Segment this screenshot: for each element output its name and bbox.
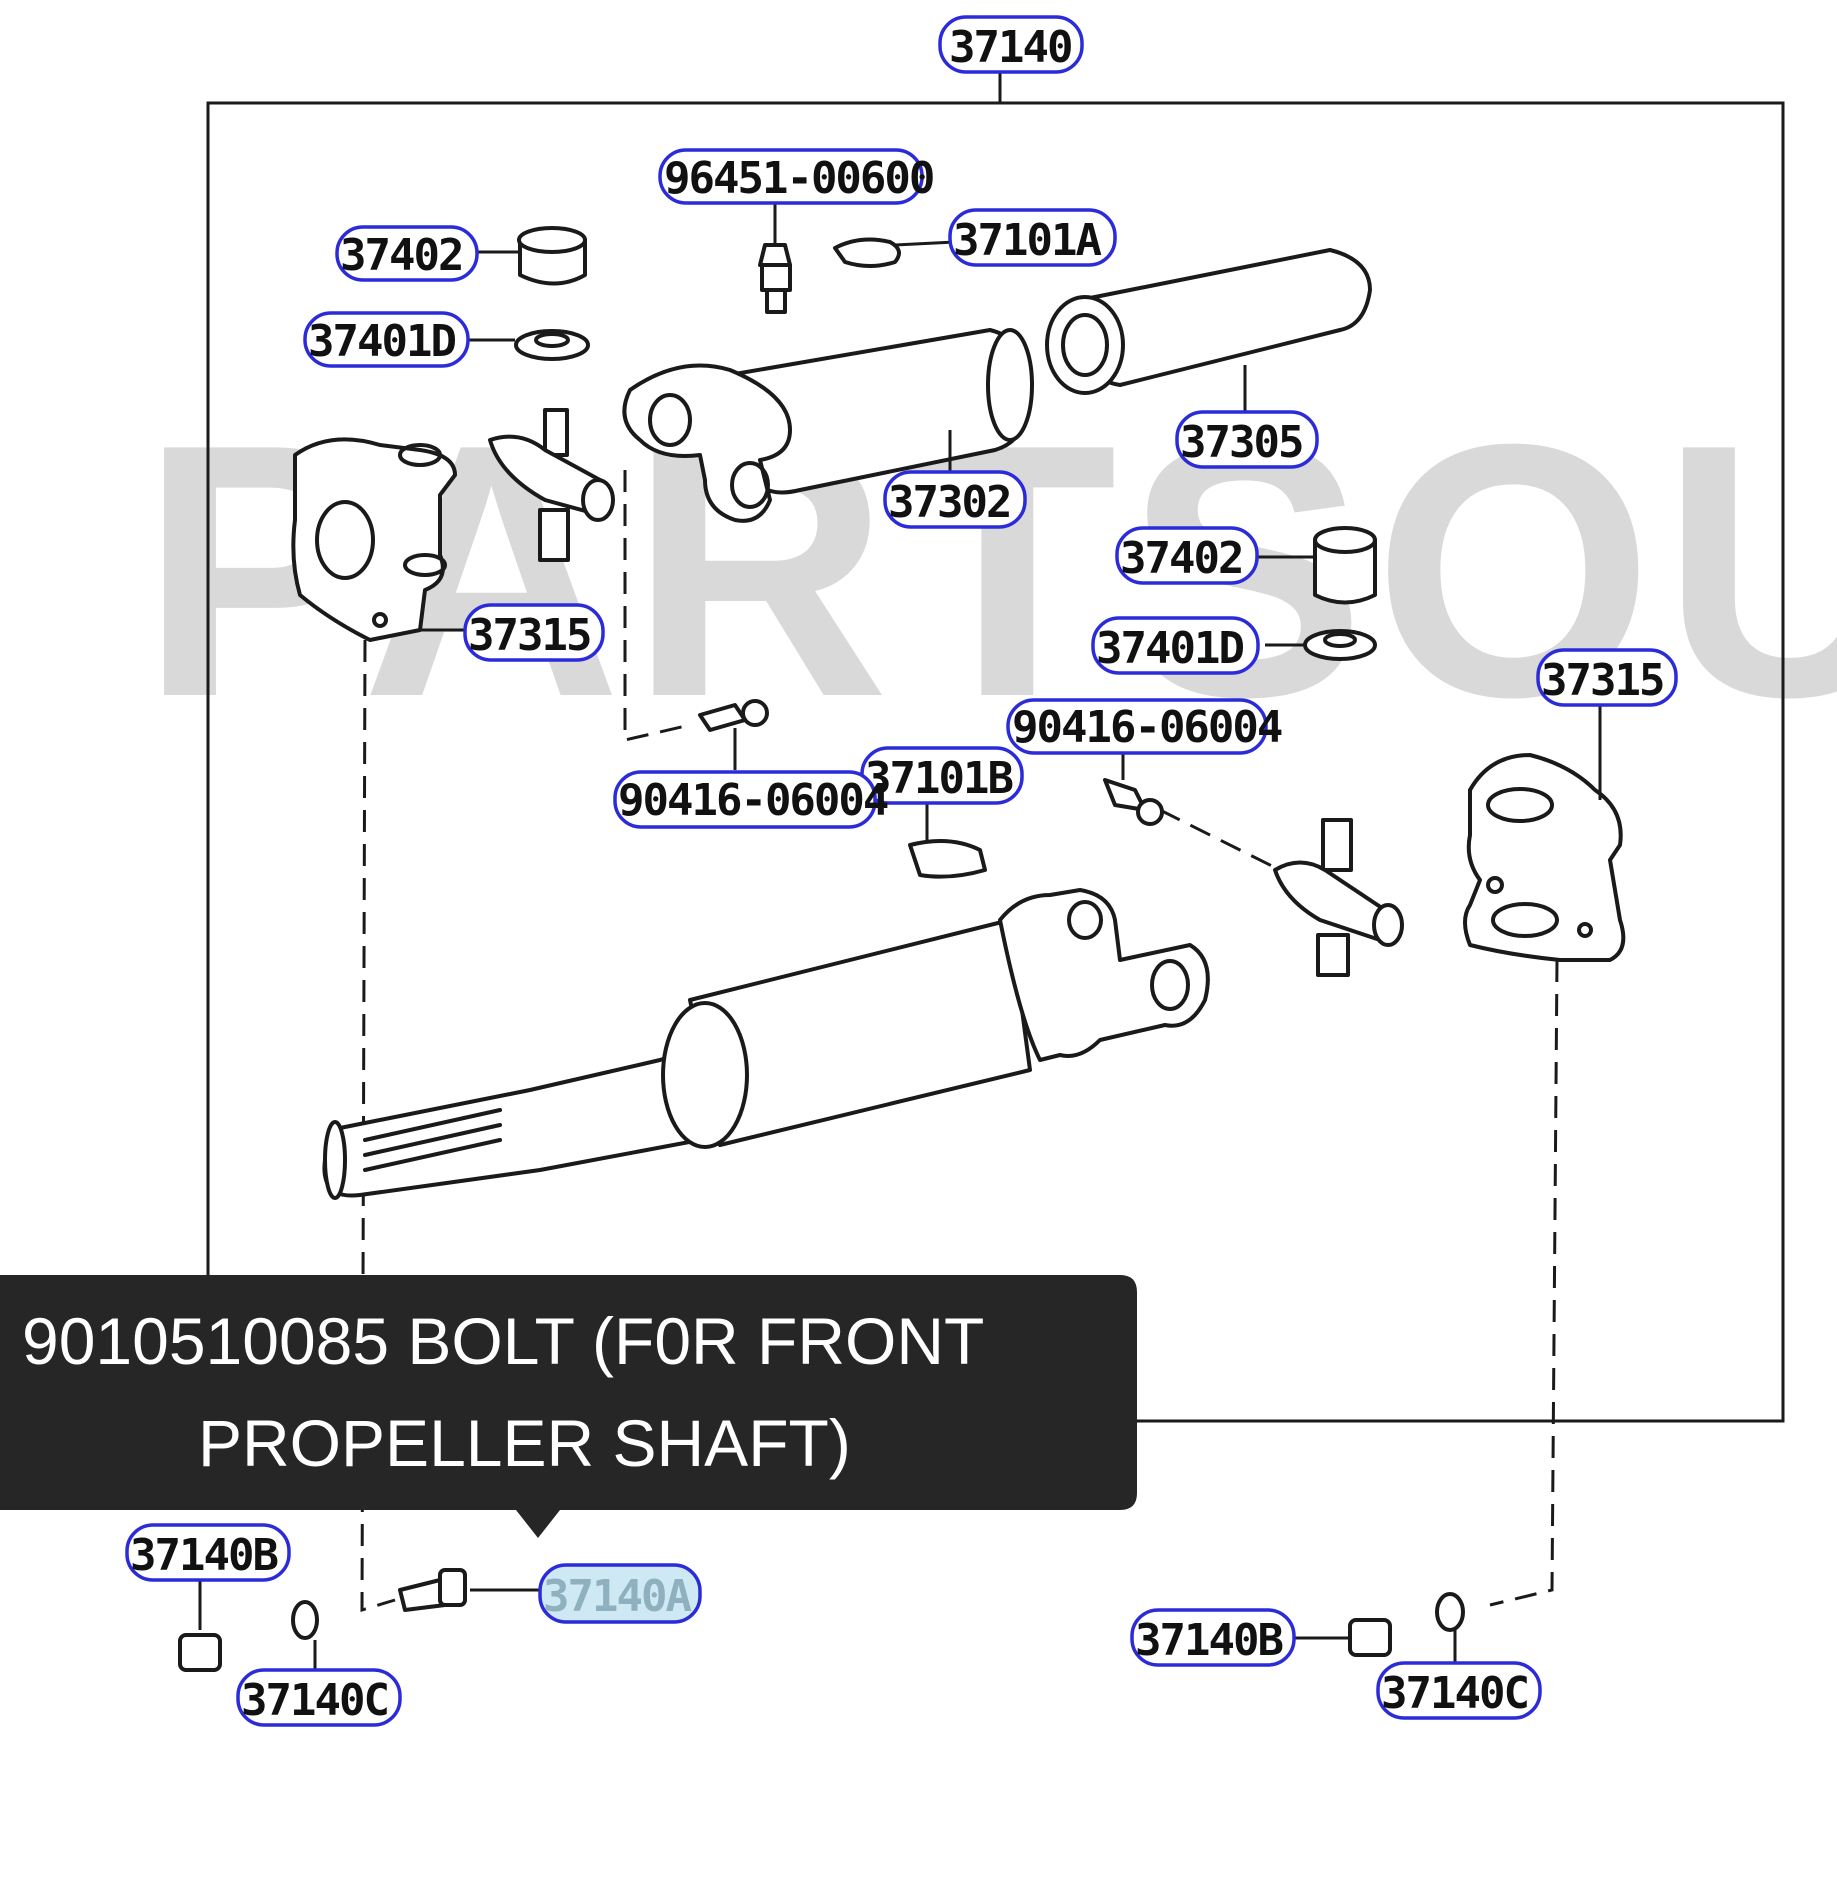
svg-text:37302: 37302 xyxy=(888,477,1010,528)
svg-text:37101B: 37101B xyxy=(865,753,1012,804)
left-guide-line xyxy=(360,639,396,1613)
svg-text:37402: 37402 xyxy=(340,230,462,281)
svg-text:96451-00600: 96451-00600 xyxy=(664,153,933,204)
svg-text:37140B: 37140B xyxy=(130,1530,277,1581)
plate-b-part xyxy=(908,800,987,879)
callout-37402-left[interactable]: 37402 xyxy=(335,225,479,282)
callout-37315-right[interactable]: 37315 xyxy=(1536,648,1678,707)
fitting-guide-line xyxy=(623,470,691,742)
callout-37140A[interactable]: 37140A xyxy=(538,1563,702,1624)
callout-37305[interactable]: 37305 xyxy=(1175,410,1319,469)
bearing-cup-left-part xyxy=(475,226,587,286)
washer-left-part xyxy=(291,1600,319,1670)
svg-text:90416-06004: 90416-06004 xyxy=(618,775,888,826)
callout-37140C-left[interactable]: 37140C xyxy=(236,1668,402,1727)
callout-37402-right[interactable]: 37402 xyxy=(1115,526,1259,585)
callout-37401D-left[interactable]: 37401D xyxy=(303,311,470,368)
bolt-part xyxy=(398,1568,545,1612)
flange-yoke-left-part xyxy=(291,437,465,642)
nut-right-part xyxy=(1290,1618,1392,1657)
callout-37140C-right[interactable]: 37140C xyxy=(1376,1661,1542,1720)
fitting-left-part xyxy=(698,699,769,770)
callout-37401D-right[interactable]: 37401D xyxy=(1091,616,1260,675)
callout-96451-00600[interactable]: 96451-00600 xyxy=(658,148,935,205)
svg-text:37402: 37402 xyxy=(1120,533,1242,584)
svg-text:37101A: 37101A xyxy=(953,215,1101,266)
washer-right-part xyxy=(1435,1592,1465,1665)
svg-text:37140C: 37140C xyxy=(1381,1668,1528,1719)
svg-text:37140: 37140 xyxy=(949,22,1071,73)
grease-fitting-part xyxy=(758,195,792,314)
svg-text:37140A: 37140A xyxy=(543,1571,691,1622)
nut-left-part xyxy=(178,1580,222,1672)
bearing-cup-right-part xyxy=(1255,526,1377,605)
yoke-tube-part xyxy=(622,328,1034,523)
plate-a-part xyxy=(833,237,956,268)
callout-37315-left[interactable]: 37315 xyxy=(463,603,605,662)
svg-text:37305: 37305 xyxy=(1180,417,1302,468)
right-fitting-guide xyxy=(1159,808,1301,882)
flange-yoke-right-part xyxy=(1463,705,1626,962)
callout-37140[interactable]: 37140 xyxy=(938,15,1084,74)
svg-text:37140B: 37140B xyxy=(1135,1615,1282,1666)
right-guide-line xyxy=(1489,959,1559,1607)
callout-37101A[interactable]: 37101A xyxy=(948,208,1117,267)
svg-text:37315: 37315 xyxy=(468,610,590,661)
svg-text:90416-06004: 90416-06004 xyxy=(1012,702,1282,753)
callout-90416-06004-right[interactable]: 90416-06004 xyxy=(1006,698,1284,755)
svg-text:37401D: 37401D xyxy=(308,316,455,367)
snap-ring-right-part xyxy=(1265,629,1377,661)
spider-right-part xyxy=(1273,818,1404,977)
svg-text:37315: 37315 xyxy=(1541,655,1663,706)
snap-ring-left-part xyxy=(465,329,590,361)
boot-part xyxy=(1045,248,1372,420)
fitting-right-part xyxy=(1103,745,1164,826)
tooltip-line-1: 9010510085 BOLT (F0R FRONT xyxy=(22,1304,984,1378)
callout-90416-06004-left[interactable]: 90416-06004 xyxy=(613,770,890,829)
spider-left-part xyxy=(488,408,615,562)
callout-37140B-left[interactable]: 37140B xyxy=(125,1523,291,1582)
callout-37140B-right[interactable]: 37140B xyxy=(1130,1608,1296,1667)
callout-37302[interactable]: 37302 xyxy=(883,470,1027,529)
svg-text:37140C: 37140C xyxy=(241,1675,388,1726)
tooltip-line-2: PROPELLER SHAFT) xyxy=(198,1406,851,1480)
propeller-shaft-part xyxy=(322,888,1210,1200)
svg-text:37401D: 37401D xyxy=(1096,623,1243,674)
part-tooltip: 9010510085 BOLT (F0R FRONT PROPELLER SHA… xyxy=(0,1275,1137,1538)
